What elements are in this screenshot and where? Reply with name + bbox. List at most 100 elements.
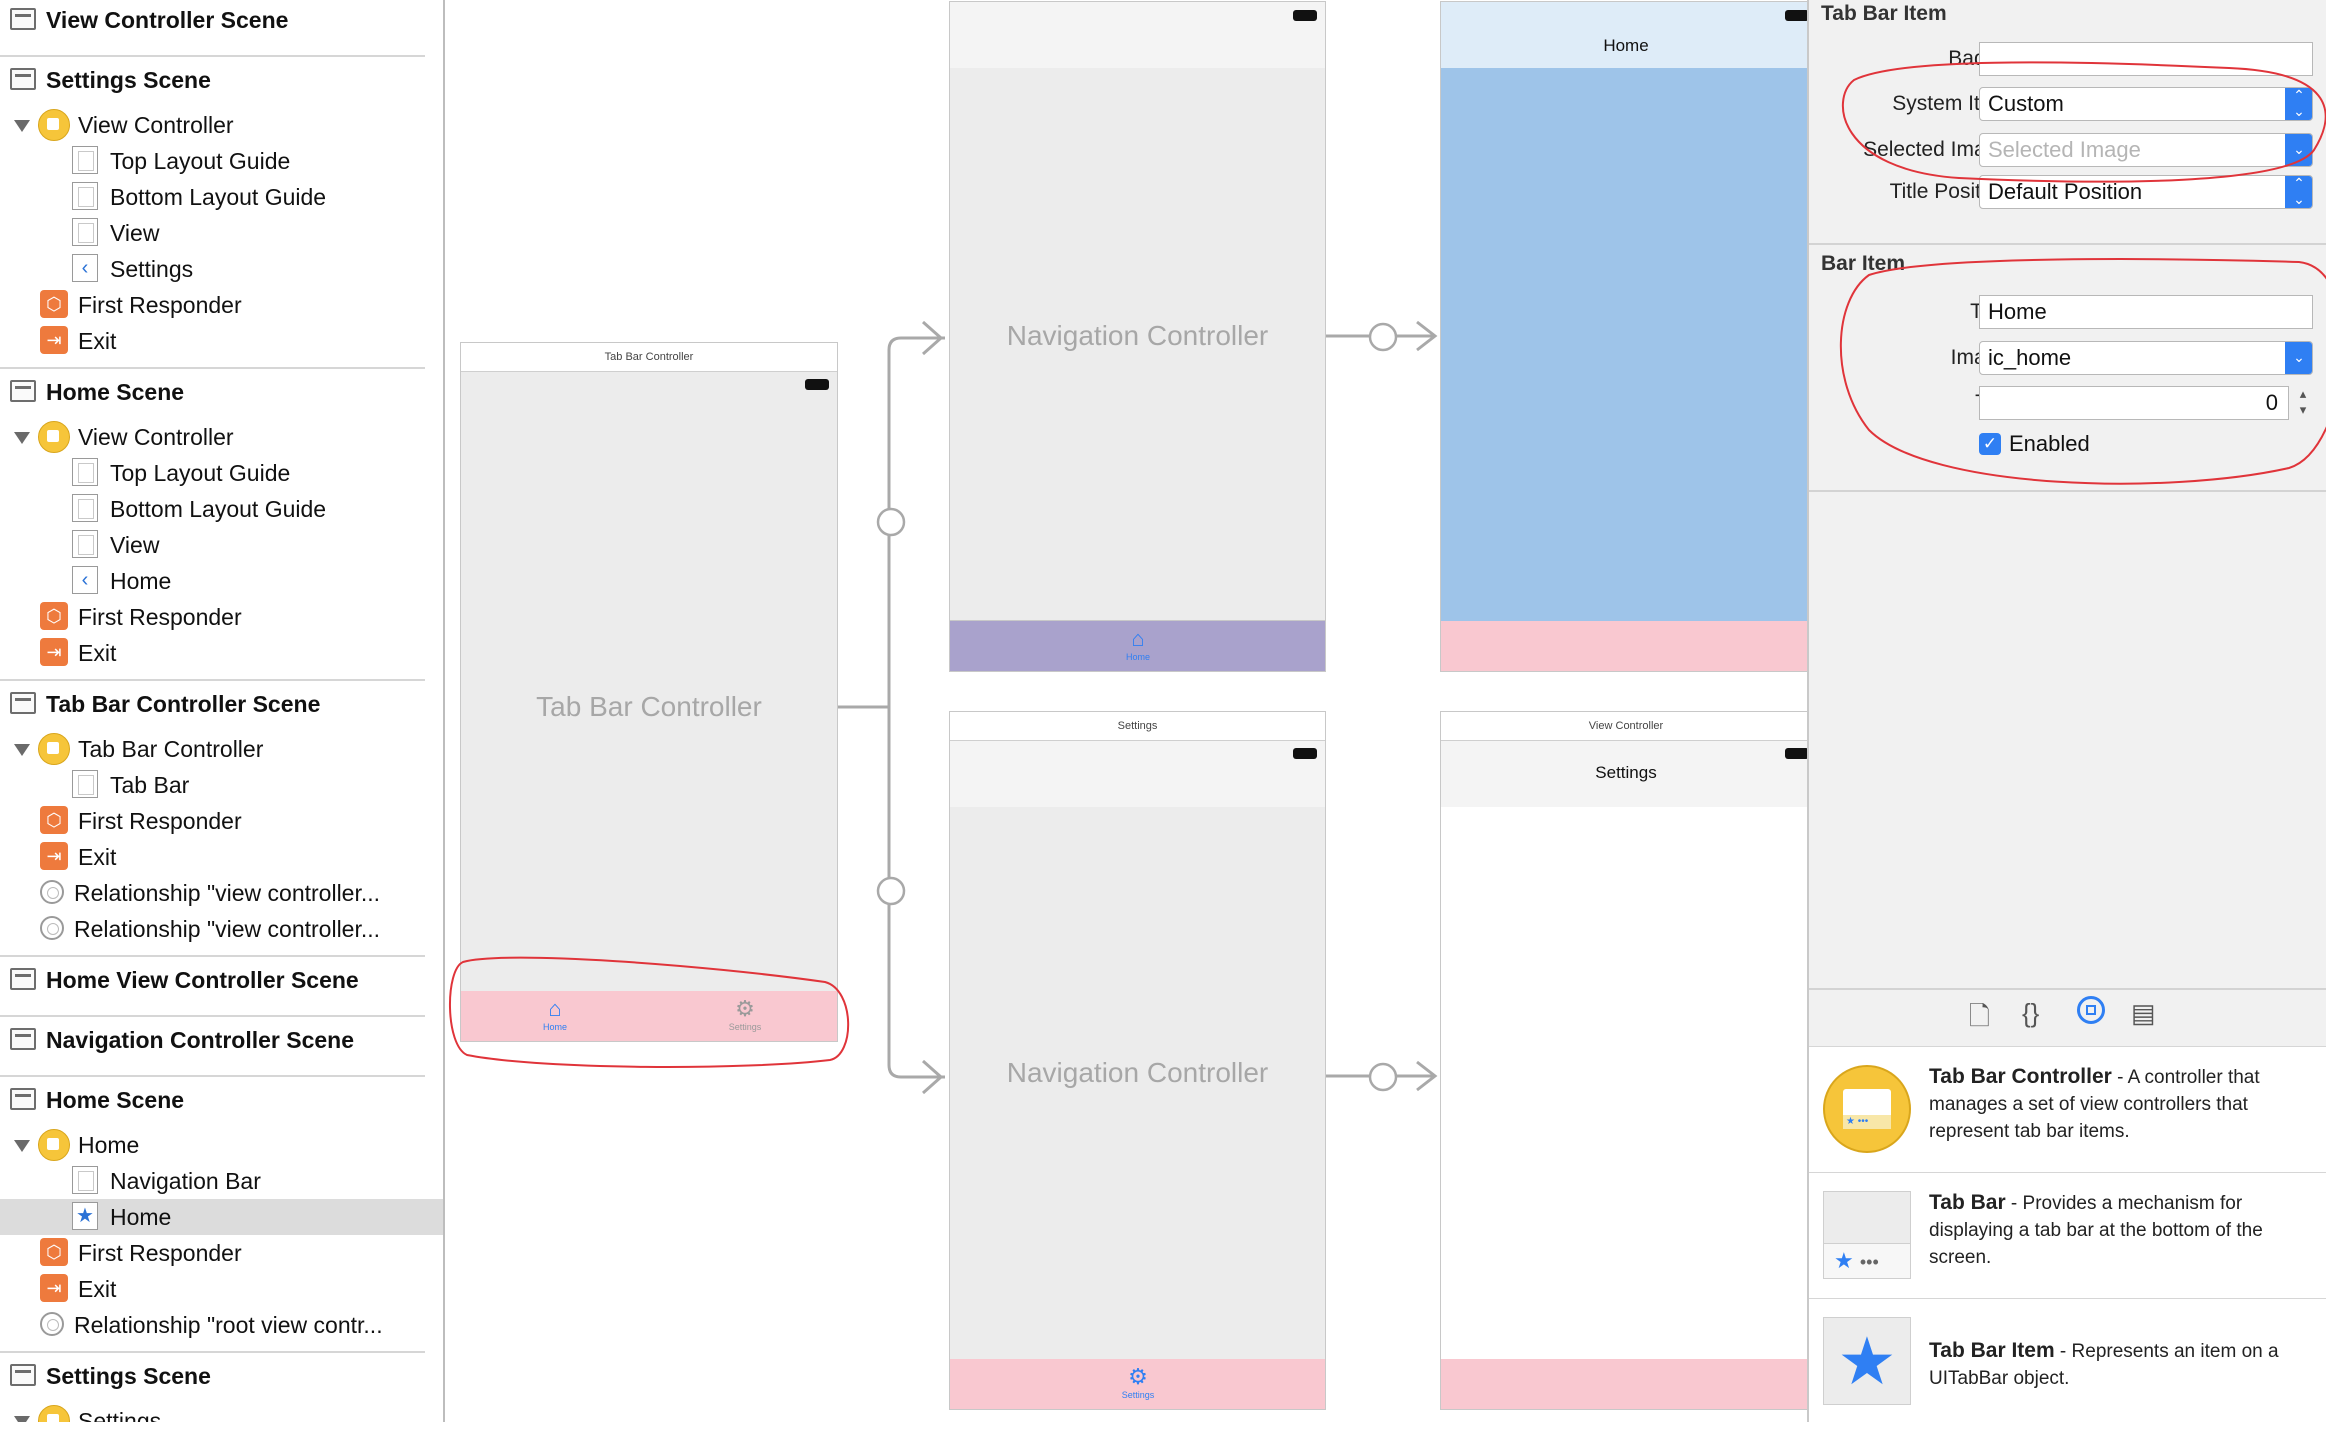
battery-icon	[1785, 748, 1809, 759]
outline-label: Home View Controller Scene	[46, 967, 359, 993]
outline-item[interactable]: View Controller	[0, 419, 443, 455]
outline-item[interactable]: Relationship "root view contr...	[0, 1307, 443, 1343]
outline-scene[interactable]: Navigation Controller Scene	[0, 1022, 443, 1058]
code-snippet-icon[interactable]: {}	[2022, 998, 2040, 1028]
view-controller-icon	[38, 733, 70, 765]
media-library-icon[interactable]: ▤	[2131, 998, 2156, 1028]
outline-item[interactable]: View	[0, 527, 443, 563]
battery-icon	[1293, 748, 1317, 759]
tab-bar[interactable]: ⌂ Home ⚙ Settings	[461, 991, 837, 1041]
library-item-tab-bar-controller[interactable]: ★ ••• Tab Bar Controller - A controller …	[1809, 1046, 2326, 1172]
file-template-icon[interactable]: 🗋	[1969, 1001, 1990, 1031]
disclosure-triangle-icon[interactable]	[14, 744, 30, 756]
outline-item[interactable]: View	[0, 215, 443, 251]
image-combo[interactable]: ic_home ⌄	[1979, 341, 2313, 375]
outline-item[interactable]: View Controller	[0, 107, 443, 143]
outline-item[interactable]: Navigation Bar	[0, 1163, 443, 1199]
outline-item[interactable]: ⬡First Responder	[0, 803, 443, 839]
gear-icon: ⚙	[1128, 1364, 1148, 1389]
outline-scene[interactable]: Home Scene	[0, 374, 443, 410]
tab-settings[interactable]: ⚙ Settings	[705, 997, 785, 1033]
scene-icon	[10, 68, 36, 90]
root-segue-icon	[1368, 322, 1398, 352]
outline-item[interactable]: ⇥Exit	[0, 323, 443, 359]
chevron-down-icon: ⌄	[2285, 134, 2312, 166]
navigation-controller-frame-settings[interactable]: Settings Navigation Controller ⚙ Setting…	[949, 711, 1326, 1410]
outline-label: View Controller	[78, 112, 234, 138]
tab-home[interactable]: ⌂ Home	[1098, 627, 1178, 663]
enabled-label: Enabled	[2009, 431, 2090, 456]
title-position-value: Default Position	[1988, 179, 2143, 204]
library-item-desc: - Represents an item on a UITabBar objec…	[1929, 1341, 2279, 1389]
tab-bar	[1441, 621, 1811, 671]
title-field[interactable]: Home	[1979, 295, 2313, 329]
relationship-icon	[40, 880, 64, 904]
storyboard-canvas[interactable]: Tab Bar Controller Tab Bar Controller ⌂ …	[445, 0, 1812, 1422]
outline-scene[interactable]: Settings Scene	[0, 62, 443, 98]
layout-guide-icon	[72, 146, 98, 174]
frame-header: View Controller	[1441, 712, 1811, 741]
outline-scene[interactable]: Home View Controller Scene	[0, 962, 443, 998]
disclosure-triangle-icon[interactable]	[14, 1416, 30, 1422]
tab-home-label: Home	[1125, 652, 1150, 662]
outline-scene[interactable]: Tab Bar Controller Scene	[0, 686, 443, 722]
disclosure-triangle-icon[interactable]	[14, 120, 30, 132]
section-title-bar-item: Bar Item	[1821, 252, 1906, 275]
title-position-select[interactable]: Default Position ⌃⌄	[1979, 175, 2313, 209]
tab-bar[interactable]: ⚙ Settings	[950, 1359, 1325, 1409]
disclosure-triangle-icon[interactable]	[14, 1140, 30, 1152]
outline-scene[interactable]: Settings Scene	[0, 1358, 443, 1394]
scene-icon	[10, 968, 36, 990]
badge-field[interactable]	[1979, 42, 2313, 76]
view-icon	[72, 218, 98, 246]
enabled-checkbox[interactable]: ✓	[1979, 433, 2001, 455]
outline-scene[interactable]: View Controller Scene	[0, 2, 443, 38]
outline-item[interactable]: ★Home	[0, 1199, 443, 1235]
tab-bar[interactable]: ⌂ Home	[950, 620, 1325, 671]
object-library-icon[interactable]	[2077, 996, 2105, 1024]
outline-item[interactable]: ⇥Exit	[0, 635, 443, 671]
outline-scene[interactable]: Home Scene	[0, 1082, 443, 1118]
outline-item[interactable]: ‹Home	[0, 563, 443, 599]
tab-bar-controller-frame[interactable]: Tab Bar Controller Tab Bar Controller ⌂ …	[460, 342, 838, 1042]
system-item-select[interactable]: Custom ⌃⌄	[1979, 87, 2313, 121]
outline-item[interactable]: ⇥Exit	[0, 1271, 443, 1307]
navigation-controller-frame-home[interactable]: Navigation Controller ⌂ Home	[949, 1, 1326, 672]
tag-stepper[interactable]: ▴▾	[2299, 386, 2307, 417]
library-item-tab-bar-item[interactable]: ★ Tab Bar Item - Represents an item on a…	[1809, 1298, 2326, 1429]
tab-settings[interactable]: ⚙ Settings	[1098, 1365, 1178, 1401]
tab-home[interactable]: ⌂ Home	[515, 997, 595, 1033]
navigation-title: Settings	[1441, 741, 1811, 807]
disclosure-triangle-icon[interactable]	[14, 432, 30, 444]
tab-settings-label: Settings	[1121, 1390, 1155, 1400]
outline-item[interactable]: ⬡First Responder	[0, 287, 443, 323]
outline-item[interactable]: Top Layout Guide	[0, 143, 443, 179]
outline-label: Home	[110, 568, 172, 594]
outline-item[interactable]: Bottom Layout Guide	[0, 491, 443, 527]
stepper-arrows-icon: ⌃⌄	[2285, 176, 2312, 208]
home-view-controller-frame[interactable]: Home	[1440, 1, 1812, 672]
outline-item[interactable]: ‹Settings	[0, 251, 443, 287]
outline-item[interactable]: ⬡First Responder	[0, 599, 443, 635]
outline-label: Relationship "root view contr...	[74, 1312, 383, 1338]
outline-label: Tab Bar	[110, 772, 190, 798]
settings-view-controller-frame[interactable]: View Controller Settings	[1440, 711, 1812, 1410]
outline-item[interactable]: Settings	[0, 1403, 443, 1422]
outline-divider	[0, 679, 425, 681]
outline-item[interactable]: ⇥Exit	[0, 839, 443, 875]
outline-item[interactable]: Relationship "view controller...	[0, 911, 443, 947]
scene-icon	[10, 692, 36, 714]
library-item-tab-bar[interactable]: ★ ••• Tab Bar - Provides a mechanism for…	[1809, 1172, 2326, 1298]
outline-item[interactable]: Bottom Layout Guide	[0, 179, 443, 215]
outline-label: Home Scene	[46, 379, 185, 405]
outline-item[interactable]: Home	[0, 1127, 443, 1163]
outline-item[interactable]: Relationship "view controller...	[0, 875, 443, 911]
selected-image-combo[interactable]: Selected Image ⌄	[1979, 133, 2313, 167]
chevron-down-icon: ⌄	[2285, 342, 2312, 374]
outline-item[interactable]: Top Layout Guide	[0, 455, 443, 491]
outline-item[interactable]: ⬡First Responder	[0, 1235, 443, 1271]
outline-label: View Controller	[78, 424, 234, 450]
outline-item[interactable]: Tab Bar	[0, 767, 443, 803]
outline-item[interactable]: Tab Bar Controller	[0, 731, 443, 767]
tag-field[interactable]: 0	[1979, 386, 2289, 420]
